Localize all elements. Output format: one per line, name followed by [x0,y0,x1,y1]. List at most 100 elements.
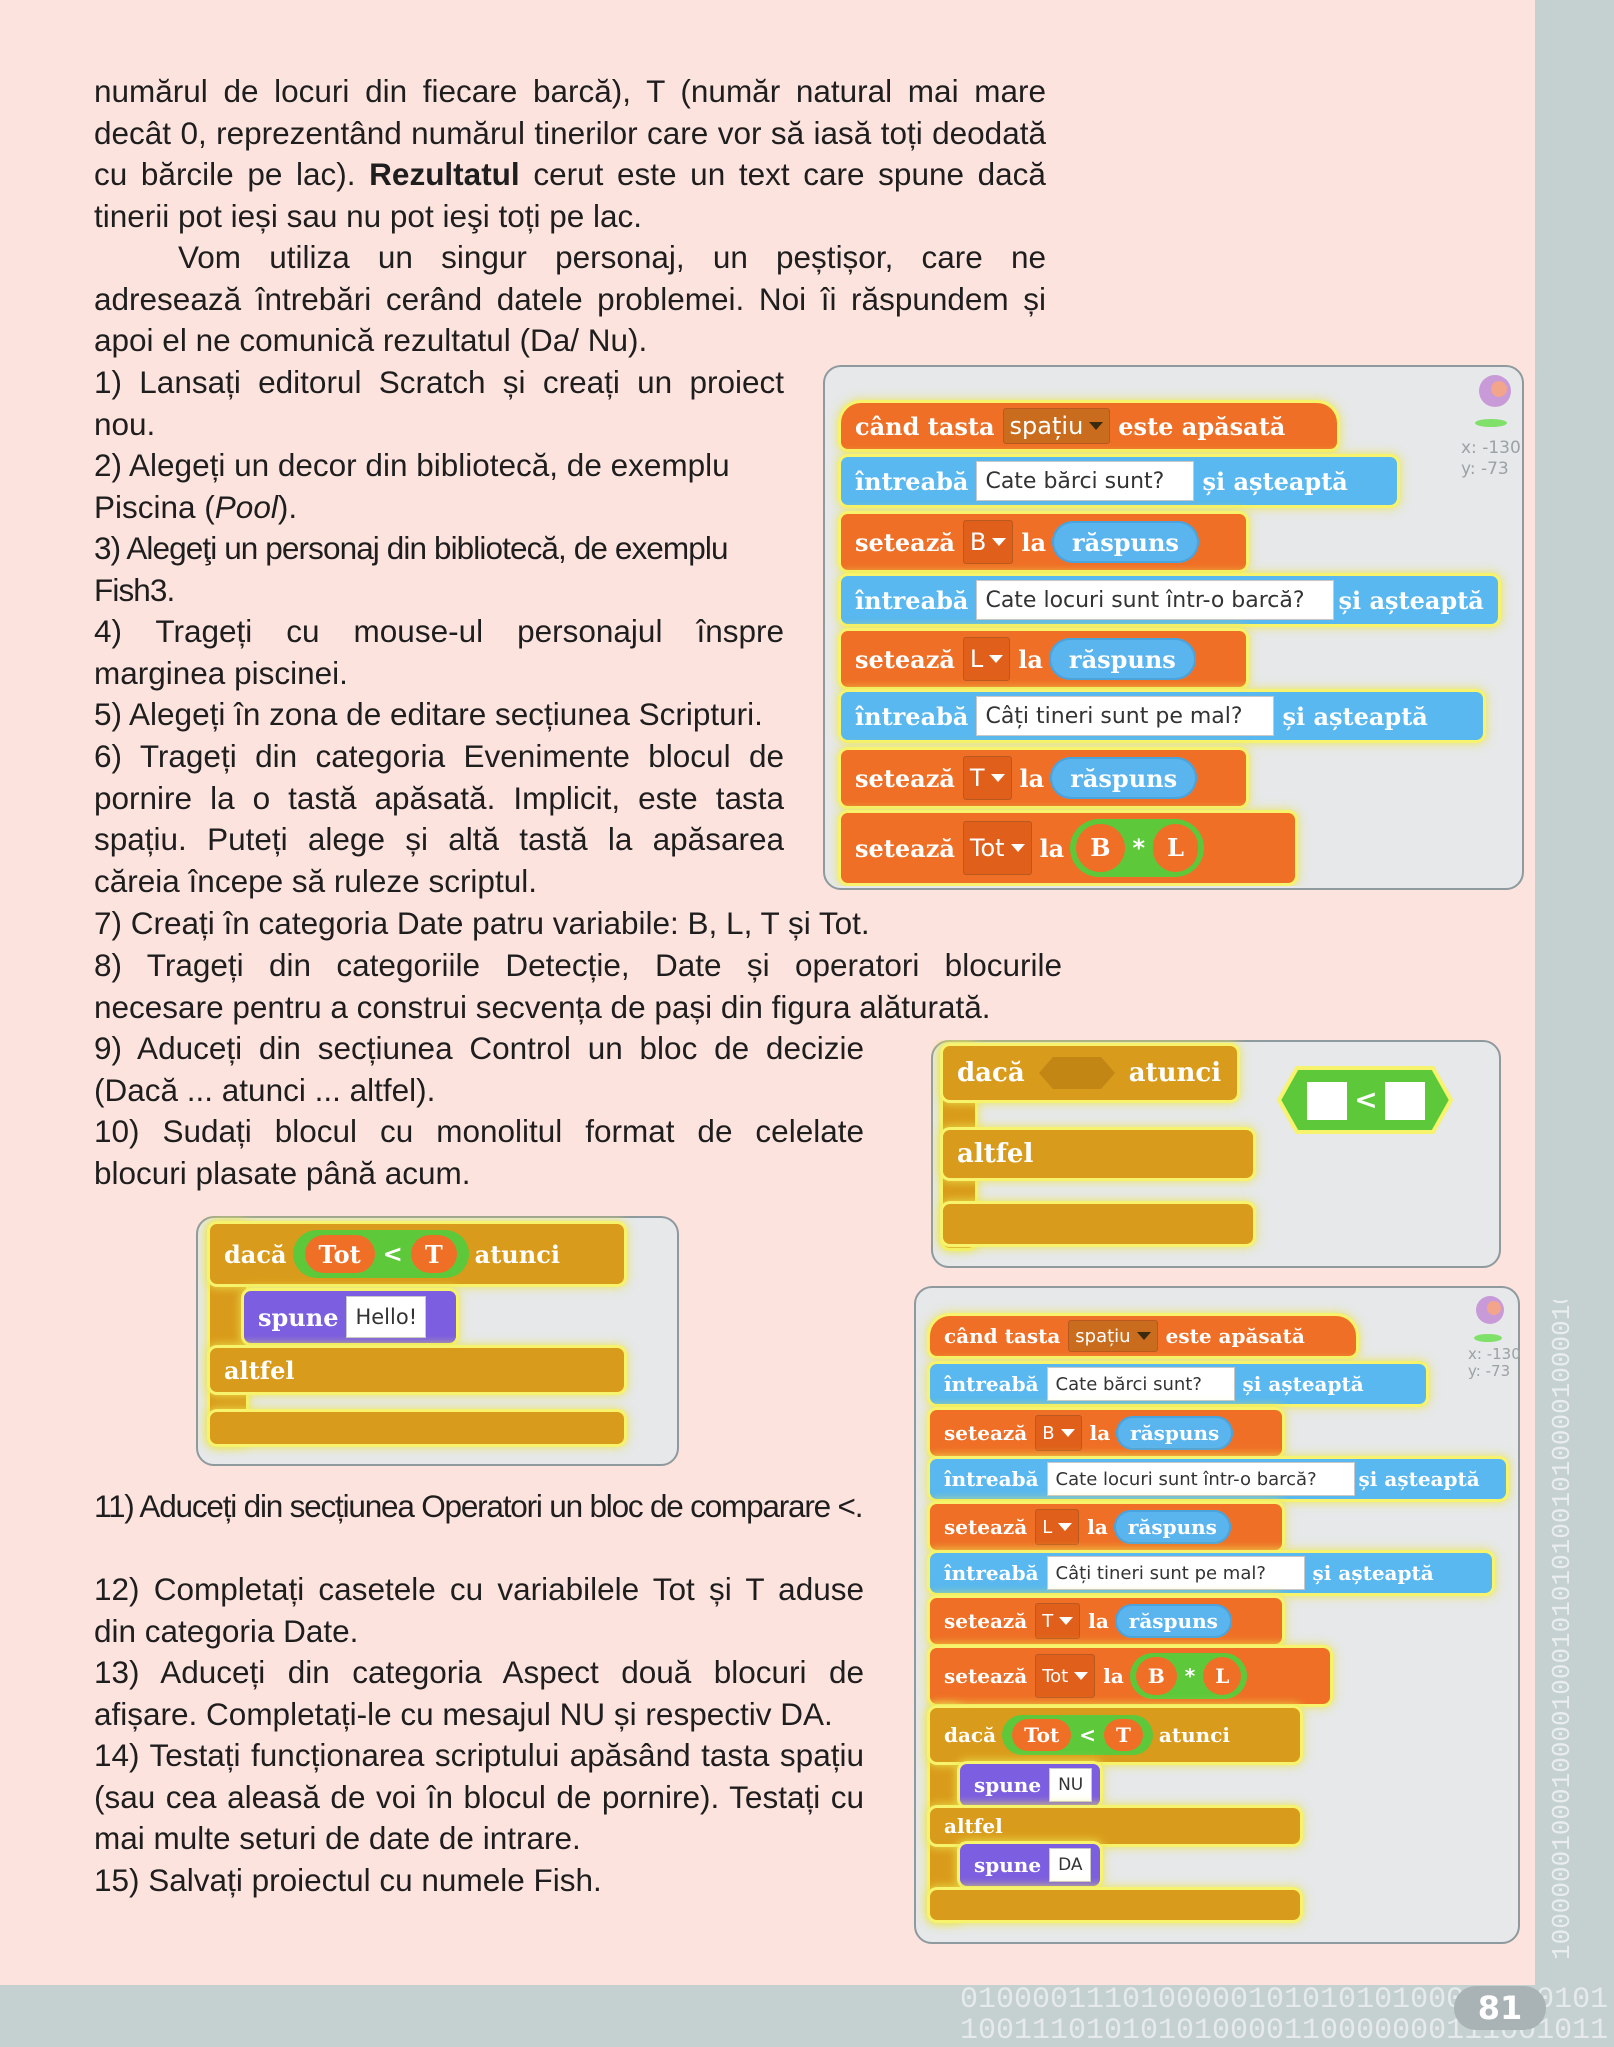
then-label: atunci [1128,1058,1222,1088]
then-label: atunci [1158,1723,1230,1747]
say-input[interactable]: DA [1049,1847,1092,1883]
step-3: 3) Alegeţi un personaj din bibliotecă, d… [94,530,729,608]
less-than-sign: < [1079,1723,1097,1747]
say-NU-block[interactable]: spune NU [960,1764,1100,1806]
variable-reporter[interactable]: Tot [1012,1719,1072,1751]
when-key-pressed-block[interactable]: când tasta spațiu este apăsată [930,1316,1356,1356]
c-block-bottom [943,1204,1253,1244]
set-L-block[interactable]: setează L la răspuns [841,631,1246,687]
ask-input-2[interactable]: Cate locuri sunt într-o barcă? [976,580,1335,620]
if-block-header[interactable]: dacă atunci [943,1046,1237,1100]
step-7: 7) Creați în categoria Date patru variab… [94,905,870,941]
variable-dropdown[interactable]: Tot [1035,1654,1096,1698]
say-input[interactable]: Hello! [346,1295,427,1339]
answer-reporter[interactable]: răspuns [1048,638,1196,680]
dropdown-arrow-icon [1060,1429,1075,1437]
pressed-label: este apăsată [1165,1324,1305,1348]
and-wait-label: și așteaptă [1358,1467,1480,1491]
ask-block-2[interactable]: întreabă Cate locuri sunt într-o barcă? … [841,576,1498,624]
answer-reporter[interactable]: răspuns [1114,1603,1232,1639]
answer-reporter[interactable]: răspuns [1050,757,1198,799]
ask-label: întreabă [944,1561,1039,1585]
set-T-block[interactable]: setează T la răspuns [930,1598,1282,1644]
say-DA-block[interactable]: spune DA [960,1844,1100,1886]
else-bar: altfel [930,1808,1300,1844]
if-label: dacă [957,1058,1025,1088]
when-key-pressed-block[interactable]: când tasta spațiu este apăsată [841,403,1337,449]
say-input[interactable]: NU [1049,1767,1093,1803]
variable-dropdown[interactable]: T [962,756,1012,800]
ask-input-1[interactable]: Cate bărci sunt? [976,461,1195,501]
to-label: la [1088,1609,1109,1633]
multiply-operator[interactable]: B * L [1070,819,1204,877]
ask-block-3[interactable]: întreabă Câți tineri sunt pe mal? și așt… [930,1553,1492,1593]
variable-dropdown[interactable]: T [1035,1602,1081,1640]
ask-block-2[interactable]: întreabă Cate locuri sunt într-o barcă? … [930,1459,1506,1499]
variable-dropdown[interactable]: L [962,637,1011,681]
set-L-block[interactable]: setează L la răspuns [930,1504,1282,1550]
description-paragraph: Vom utiliza un singur personaj, un pești… [94,239,1046,359]
variable-reporter[interactable]: B [1076,824,1125,872]
set-T-block[interactable]: setează T la răspuns [841,750,1246,806]
and-wait-label: și așteaptă [1242,1372,1364,1396]
ask-input-3[interactable]: Câți tineri sunt pe mal? [1046,1556,1305,1590]
less-than-operator[interactable]: < [1275,1064,1455,1136]
to-label: la [1019,763,1045,793]
variable-reporter[interactable]: L [1153,824,1198,872]
script-1-clip: când tasta spațiu este apăsată întreabă … [823,365,1520,886]
dropdown-arrow-icon [1058,1523,1073,1531]
variable-reporter[interactable]: T [1104,1719,1143,1751]
variable-name: B [969,528,987,556]
set-label: setează [944,1515,1028,1539]
variable-name: Tot [969,833,1005,862]
variable-reporter[interactable]: B [1135,1657,1177,1695]
answer-reporter[interactable]: răspuns [1113,1509,1231,1545]
key-value: spațiu [1009,412,1084,440]
ask-input-3[interactable]: Câți tineri sunt pe mal? [976,696,1275,736]
variable-reporter[interactable]: T [410,1235,457,1273]
if-Tot-less-T-block[interactable]: dacă Tot < T atunci [210,1224,624,1284]
multiply-operator[interactable]: B * L [1129,1653,1248,1699]
key-dropdown[interactable]: spațiu [1068,1320,1158,1352]
step-9: 9) Aduceți din secțiunea Control un bloc… [94,1030,864,1108]
set-Tot-block[interactable]: setează Tot la B * L [930,1648,1330,1704]
dropdown-arrow-icon [990,774,1005,782]
dropdown-arrow-icon [1074,1672,1089,1680]
set-label: setează [855,833,955,863]
bottom-margin-strip [0,1985,1614,2047]
else-label: altfel [224,1355,295,1385]
set-Tot-block[interactable]: setează Tot la B * L [841,813,1295,883]
step-12: 12) Completați casetele cu variabilele T… [94,1571,864,1649]
ask-input-1[interactable]: Cate bărci sunt? [1046,1367,1235,1401]
answer-reporter[interactable]: răspuns [1116,1415,1234,1451]
variable-dropdown[interactable]: B [962,520,1014,564]
empty-condition-slot[interactable] [1037,1055,1117,1091]
set-B-block[interactable]: setează B la răspuns [930,1410,1282,1456]
ask-block-3[interactable]: întreabă Câți tineri sunt pe mal? și așt… [841,692,1483,740]
variable-dropdown[interactable]: L [1035,1508,1080,1546]
variable-dropdown[interactable]: B [1035,1414,1082,1452]
say-block[interactable]: spune Hello! [244,1291,456,1343]
say-label: spune [974,1853,1042,1877]
set-B-block[interactable]: setează B la răspuns [841,514,1246,570]
fish-sprite-icon [1474,1296,1504,1342]
variable-name: T [969,764,985,792]
to-label: la [1089,1421,1111,1445]
say-label: spune [258,1302,339,1332]
less-than-operator[interactable]: Tot < T [292,1230,469,1278]
key-dropdown[interactable]: spațiu [1002,407,1111,445]
variable-reporter[interactable]: Tot [304,1235,375,1273]
step-1: 1) Lansați editorul Scratch și creați un… [94,364,784,442]
answer-reporter[interactable]: răspuns [1052,521,1199,563]
step-10: 10) Sudați blocul cu monolitul format de… [94,1113,864,1191]
and-wait-label: și așteaptă [1282,701,1428,731]
variable-dropdown[interactable]: Tot [962,821,1032,875]
variable-reporter[interactable]: L [1203,1657,1242,1695]
to-label: la [1087,1515,1108,1539]
less-than-operator[interactable]: Tot < T [1002,1715,1153,1755]
ask-block-1[interactable]: întreabă Cate bărci sunt? și așteaptă [930,1364,1426,1404]
ask-input-2[interactable]: Cate locuri sunt într-o barcă? [1046,1462,1355,1496]
if-Tot-less-T-block[interactable]: dacă Tot < T atunci [930,1708,1300,1762]
ask-label: întreabă [855,701,969,731]
ask-block-1[interactable]: întreabă Cate bărci sunt? și așteaptă [841,457,1397,505]
